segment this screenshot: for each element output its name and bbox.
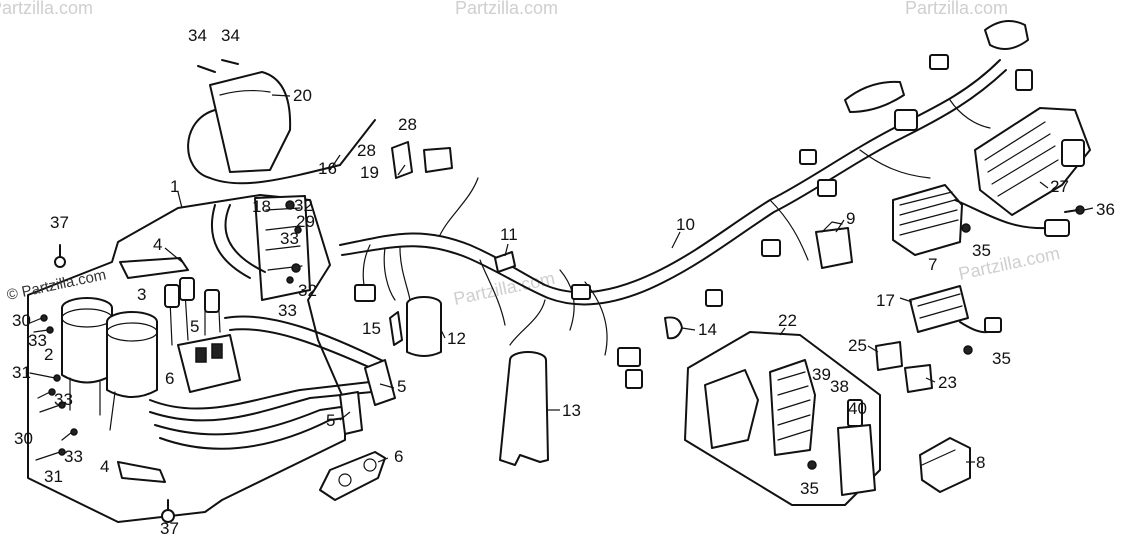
- watermark-mid: Partzilla.com: [452, 268, 557, 309]
- callout-30-b: 30: [14, 429, 33, 448]
- callout-2: 2: [44, 345, 53, 364]
- protector-13: [499, 351, 549, 466]
- callout-labels: 1 2 3 4 4 5 5 5 6 6 7 8 9 10 11 12 13 14…: [12, 26, 1115, 538]
- relay-8: [919, 437, 971, 493]
- bolt-37-lower: [161, 499, 175, 523]
- callout-33-b: 33: [54, 390, 73, 409]
- screws-right: [807, 205, 1085, 470]
- bolt-37-upper: [54, 244, 66, 268]
- callout-32-a: 32: [294, 196, 313, 215]
- callout-29: 29: [296, 212, 315, 231]
- fuse-box-17: [909, 285, 1002, 334]
- sleeve-12: [406, 296, 442, 357]
- callout-36: 36: [1096, 200, 1115, 219]
- callout-37-b: 37: [160, 519, 179, 538]
- callout-34-a: 34: [188, 26, 207, 45]
- callout-leaders: [164, 94, 1094, 463]
- callout-5-c: 5: [326, 411, 335, 430]
- callout-35-a: 35: [972, 241, 991, 260]
- callout-25: 25: [848, 336, 867, 355]
- callout-17: 17: [876, 291, 895, 310]
- callout-11: 11: [500, 225, 518, 244]
- callout-37-a: 37: [50, 213, 69, 232]
- fuse-holder-upper: [844, 20, 1029, 113]
- callout-31-b: 31: [44, 467, 63, 486]
- callout-5-b: 5: [397, 377, 406, 396]
- control-unit-27: [954, 107, 1091, 237]
- callout-33-a: 33: [28, 331, 47, 350]
- spark-unit: [164, 277, 241, 393]
- callout-34-b: 34: [221, 26, 240, 45]
- callout-27: 27: [1050, 177, 1069, 196]
- plug-cap-bracket: [319, 451, 386, 501]
- callout-7: 7: [928, 255, 937, 274]
- ignition-coil-right: [106, 311, 158, 431]
- relay-25: [875, 341, 903, 371]
- pulse-generator: [187, 59, 376, 185]
- screws-left-cluster: [29, 314, 78, 461]
- callout-31-a: 31: [12, 363, 31, 382]
- callout-18: 18: [252, 197, 271, 216]
- harness-connectors: [354, 54, 1033, 389]
- callout-4-lower: 4: [100, 457, 109, 476]
- callout-32-b: 32: [298, 281, 317, 300]
- callout-35-b: 35: [992, 349, 1011, 368]
- callout-4-upper: 4: [153, 235, 162, 254]
- callout-6-b: 6: [394, 447, 403, 466]
- callout-9: 9: [846, 209, 855, 228]
- callout-8: 8: [976, 453, 985, 472]
- clamp-11: [494, 251, 516, 273]
- callout-38: 38: [830, 377, 849, 396]
- relay-9: [815, 221, 853, 269]
- callout-3: 3: [137, 285, 146, 304]
- callout-28-a: 28: [398, 115, 417, 134]
- band-14: [664, 316, 683, 340]
- callout-10: 10: [676, 215, 695, 234]
- watermark-top-left: Partzilla.com: [0, 0, 93, 18]
- coil-bracket-upper: [119, 257, 189, 279]
- watermark-top-mid: Partzilla.com: [455, 0, 558, 18]
- callout-35-c: 35: [800, 479, 819, 498]
- callout-30-a: 30: [12, 311, 31, 330]
- junction-block: [210, 195, 311, 301]
- callout-33-c: 33: [64, 447, 83, 466]
- switch-19: [391, 141, 453, 179]
- callout-40: 40: [848, 399, 867, 418]
- regulator-rectifier-7: [892, 184, 963, 256]
- callout-33-d: 33: [280, 229, 299, 248]
- coil-bracket-lower: [117, 461, 166, 483]
- callout-14: 14: [698, 320, 717, 339]
- callout-6-a: 6: [165, 369, 174, 388]
- callout-5-a: 5: [190, 317, 199, 336]
- callout-23: 23: [938, 373, 957, 392]
- ignition-mount-plate: [27, 194, 346, 523]
- callout-16: 16: [318, 159, 337, 178]
- callout-15: 15: [362, 319, 381, 338]
- callout-28-b: 28: [357, 141, 376, 160]
- clip-15: [389, 311, 403, 346]
- callout-1: 1: [170, 177, 179, 196]
- callout-19: 19: [360, 163, 379, 182]
- callout-12: 12: [447, 329, 466, 348]
- spark-plug-leads: [149, 315, 396, 450]
- watermark-top-right: Partzilla.com: [905, 0, 1008, 18]
- relay-bracket-22: [684, 331, 881, 506]
- callout-39: 39: [812, 365, 831, 384]
- ignition-coil-left: [61, 297, 113, 416]
- relay-23: [904, 364, 933, 393]
- callout-22: 22: [778, 311, 797, 330]
- callout-13: 13: [562, 401, 581, 420]
- callout-20: 20: [293, 86, 312, 105]
- callout-33-e: 33: [278, 301, 297, 320]
